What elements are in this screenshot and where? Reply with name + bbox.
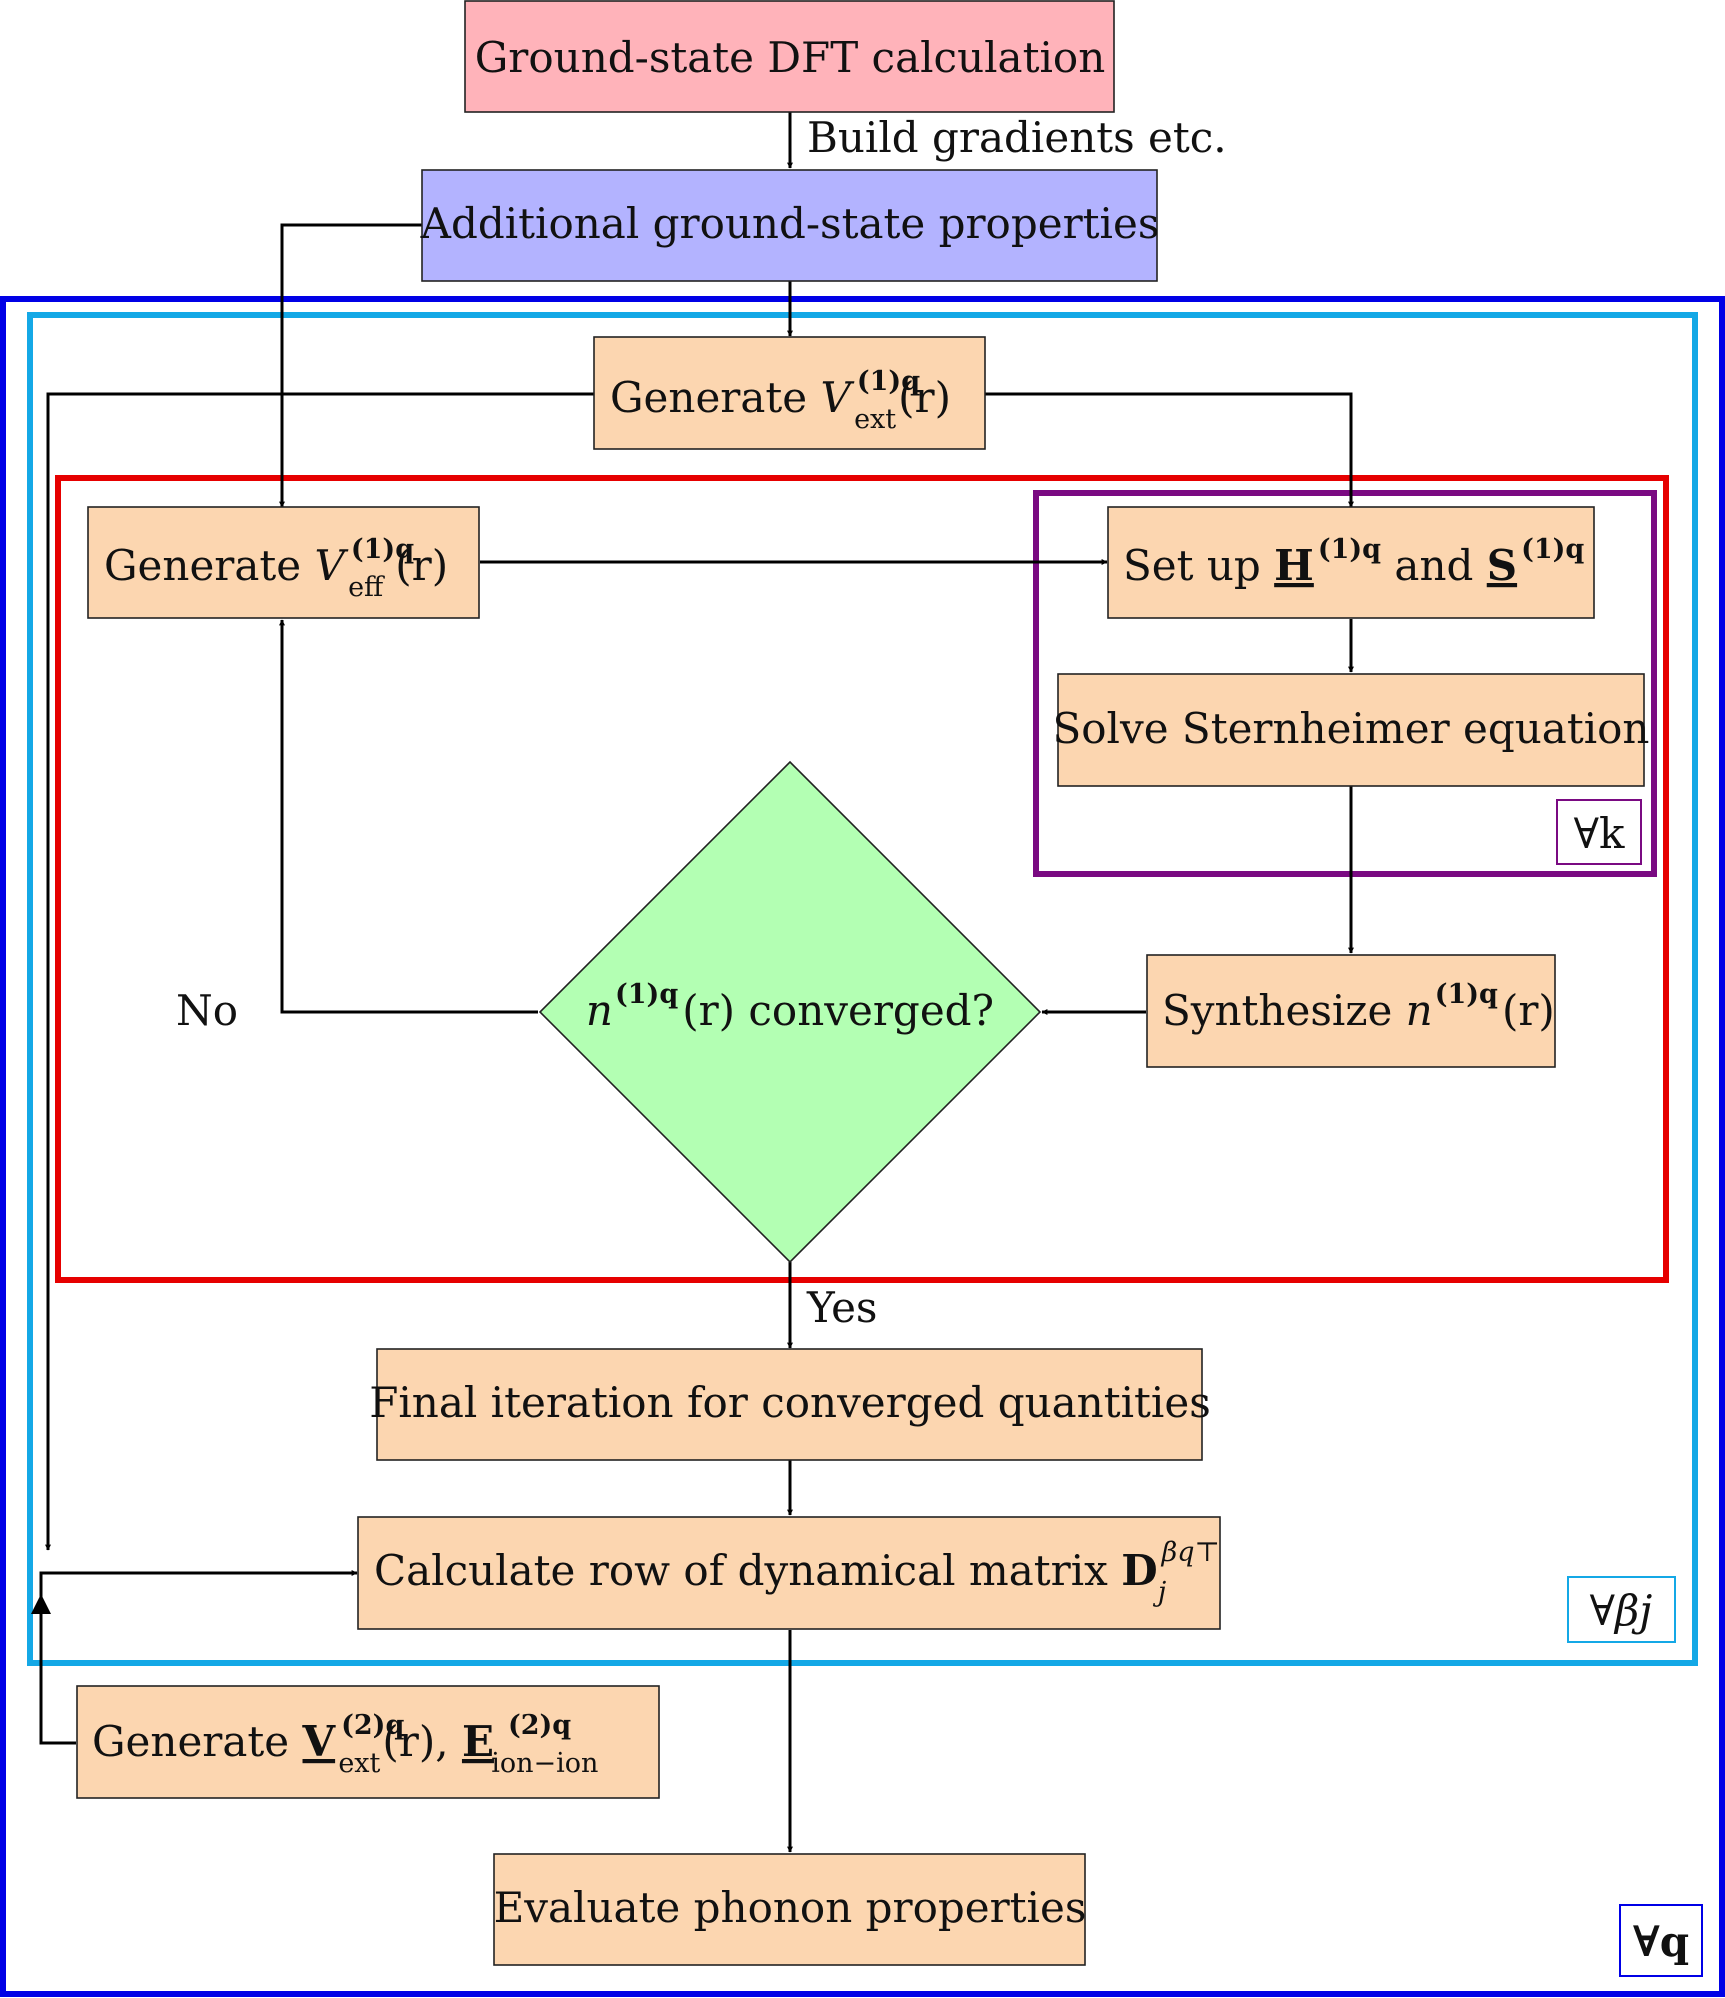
betaj-loop-tag-label: ∀βj (1590, 1586, 1653, 1635)
edge-label-no: No (176, 986, 238, 1035)
k-loop-tag: ∀k (1556, 799, 1642, 865)
node-converged-decision: n(1)q(r) converged? (538, 760, 1042, 1264)
node-final-iteration: Final iteration for converged quantities (369, 1348, 1211, 1461)
node-converged-label: n(1)q(r) converged? (586, 979, 994, 1035)
q-loop-frame (0, 296, 1725, 1997)
node-synthesize: Synthesize n(1)q(r) (1146, 954, 1556, 1068)
edge-vext-to-setup (985, 392, 1354, 508)
node-phonon-label: Evaluate phonon properties (494, 1883, 1087, 1932)
edge-props-to-veff (279, 223, 422, 508)
k-loop-frame (1033, 490, 1657, 877)
node-ground-state-label: Ground-state DFT calculation (475, 33, 1106, 82)
betaj-loop-frame (27, 312, 1698, 1666)
node-phonon: Evaluate phonon properties (493, 1853, 1087, 1966)
node-solve-sternheimer-label: Solve Sternheimer equation (1053, 704, 1650, 753)
edges (31, 112, 1354, 1853)
node-additional-props: Additional ground-state properties (420, 169, 1160, 282)
q-loop-tag: ∀q (1619, 1904, 1703, 1977)
k-loop-tag-label: ∀k (1574, 809, 1625, 858)
q-loop-tag-label: ∀q (1633, 1917, 1689, 1966)
edge-v2-to-dyn (39, 1570, 358, 1745)
scf-loop-frame (55, 475, 1669, 1283)
node-synthesize-label: Synthesize n(1)q(r) (1162, 979, 1555, 1035)
node-ground-state: Ground-state DFT calculation (464, 0, 1115, 113)
edge-vext-to-dyn (45, 392, 594, 1551)
edge-label-yes: Yes (806, 1283, 878, 1332)
node-setup-hs-label: Set up H(1)q and S(1)q (1123, 534, 1584, 590)
betaj-loop-tag: ∀βj (1567, 1576, 1676, 1643)
edge-converged-no (279, 619, 538, 1014)
node-setup-hs: Set up H(1)q and S(1)q (1107, 506, 1595, 619)
node-final-iteration-label: Final iteration for converged quantities (369, 1378, 1211, 1427)
node-additional-props-label: Additional ground-state properties (420, 199, 1160, 248)
node-solve-sternheimer: Solve Sternheimer equation (1053, 673, 1650, 787)
edge-label-build-gradients: Build gradients etc. (807, 113, 1227, 162)
